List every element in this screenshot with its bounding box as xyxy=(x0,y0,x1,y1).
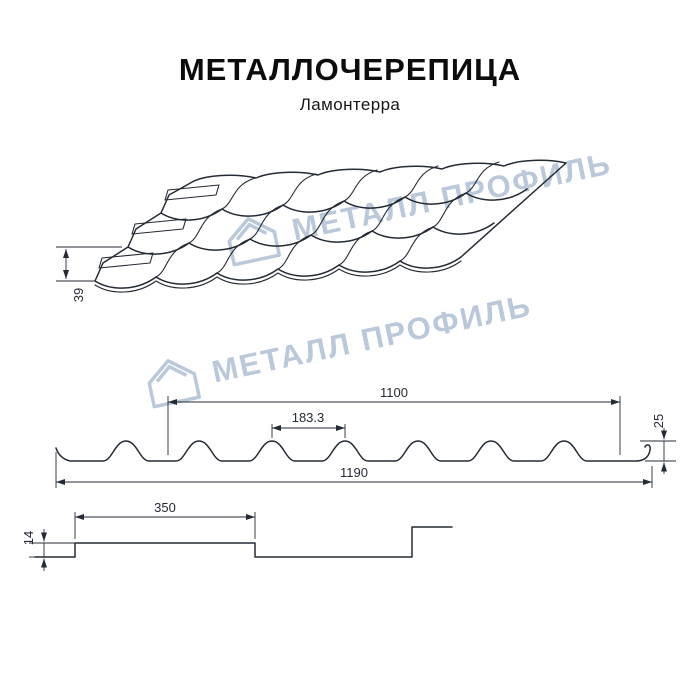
dim-1100: 1100 xyxy=(167,385,621,455)
step-section-view: 14 350 xyxy=(21,500,453,571)
trough-line xyxy=(343,169,378,202)
dim-183-3-label: 183.3 xyxy=(292,410,325,425)
right-sheet-edge xyxy=(460,162,567,258)
heading-block: МЕТАЛЛОЧЕРЕПИЦА Ламонтерра xyxy=(0,52,700,115)
logo-house-outline xyxy=(227,217,282,267)
back-ridge-silhouette xyxy=(193,159,567,182)
wave-trough-lines-band3 xyxy=(221,161,500,210)
logo-roof-chevron xyxy=(235,222,268,241)
trough-line xyxy=(371,196,406,232)
row1-thickness-edge xyxy=(94,260,462,293)
metal-profil-logo-icon xyxy=(227,217,282,267)
wave-trough-lines-band2 xyxy=(188,192,467,244)
dim-350-label: 350 xyxy=(154,500,176,515)
trough-line xyxy=(310,200,345,236)
dim-1190: 1190 xyxy=(55,452,653,488)
eave-strip xyxy=(164,184,220,201)
trough-line xyxy=(188,208,223,244)
dim-350: 350 xyxy=(74,500,256,539)
dim-14-label: 14 xyxy=(21,531,36,545)
dim-1100-label: 1100 xyxy=(380,385,408,400)
cross-section-view: 1100 183.3 25 xyxy=(55,385,676,488)
trough-line xyxy=(249,204,284,240)
step-profile-outline xyxy=(34,526,453,558)
eave-strip xyxy=(131,218,187,235)
dim-39: 39 xyxy=(56,246,122,302)
trough-line xyxy=(282,173,317,206)
watermark-top: МЕТАЛЛ ПРОФИЛЬ xyxy=(220,137,616,272)
trough-line xyxy=(399,226,434,262)
trough-line xyxy=(465,161,500,194)
dim-25: 25 xyxy=(640,414,676,474)
dim-14: 14 xyxy=(21,529,47,571)
dim-1190-label: 1190 xyxy=(340,465,368,480)
trough-line xyxy=(277,234,312,270)
left-stepped-edge xyxy=(94,180,195,282)
trough-line xyxy=(216,238,251,274)
logo-roof-chevron xyxy=(155,364,188,383)
dim-183-3: 183.3 xyxy=(271,410,346,438)
dim-39-label: 39 xyxy=(71,288,86,302)
profile-outline xyxy=(55,440,651,462)
eave-strip xyxy=(98,252,154,269)
trough-line xyxy=(338,230,373,266)
trough-line xyxy=(155,242,190,278)
page-subtitle: Ламонтерра xyxy=(299,95,401,114)
perspective-view: 39 xyxy=(56,159,567,302)
dim-25-label: 25 xyxy=(651,414,666,428)
wave-trough-lines-band1 xyxy=(155,226,434,278)
trough-line xyxy=(221,177,256,210)
page-title: МЕТАЛЛОЧЕРЕПИЦА xyxy=(178,52,522,87)
trough-line xyxy=(432,192,467,228)
trough-line xyxy=(404,165,439,198)
